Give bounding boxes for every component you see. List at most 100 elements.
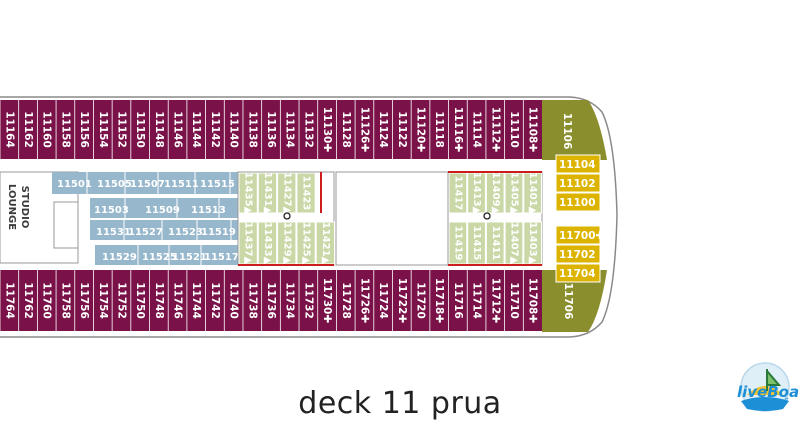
top-cabin: 11146 xyxy=(172,111,184,148)
top-cabin: 11152 xyxy=(115,111,127,148)
bow-top-label: 11106 xyxy=(561,113,573,150)
green-right-upper-cabin: 11401▲ xyxy=(527,172,538,215)
top-cabin: 11136 xyxy=(265,111,277,148)
green-left-upper-cabin: 11423 xyxy=(301,176,312,211)
studio-lounge-label-2: LOUNGE xyxy=(6,184,17,230)
green-right-upper-cabin: 11405▲ xyxy=(508,172,519,215)
bottom-cabin: 11752 xyxy=(115,282,127,319)
top-cabin: 11112✚ xyxy=(489,107,501,153)
top-cabin: 11128 xyxy=(340,111,352,148)
green-left-upper-cabin: 11427▲ xyxy=(281,172,292,215)
top-cabin: 11120✚ xyxy=(415,107,427,153)
yellow-lower-cabin-box xyxy=(555,225,601,245)
blue-cabin: 11529 xyxy=(102,252,137,263)
green-right-upper-cabin: 11413▲ xyxy=(471,172,482,215)
studio-lounge-label-1: STUDIO xyxy=(19,186,30,229)
green-left-upper-cabin: 11431▲ xyxy=(262,172,273,215)
bottom-cabin: 11722✚ xyxy=(396,278,408,324)
lift-marker-right xyxy=(483,212,491,220)
yellow-lower-cabin-box xyxy=(555,244,601,264)
bottom-cabin: 11736 xyxy=(265,282,277,319)
bottom-cabin: 11734 xyxy=(284,282,296,319)
top-cabin: 11118 xyxy=(433,111,445,148)
blue-cabin: 11511 xyxy=(164,179,199,190)
liveboat-logo xyxy=(740,362,790,412)
bottom-cabin: 11730✚ xyxy=(321,278,333,324)
top-cabin: 11122 xyxy=(396,111,408,148)
blue-cabin: 11527 xyxy=(128,227,163,238)
green-right-upper-cabin: 11409▲ xyxy=(490,172,501,215)
blue-cabin: 11505 xyxy=(97,179,132,190)
green-left-upper-cabin: 11435▲ xyxy=(243,172,254,215)
green-left-lower-cabin: 11421▲ xyxy=(320,222,331,265)
logo-suffix: .it xyxy=(782,396,789,404)
bottom-cabin: 11732 xyxy=(302,282,314,319)
green-cabins-left: 11435▲ 11431▲ 11427▲ 11423 11437▲ 11433▲ 11429… xyxy=(238,172,336,265)
top-cabin: 11108✚ xyxy=(527,107,539,153)
bottom-cabin: 11746 xyxy=(172,282,184,319)
bottom-cabin: 11744 xyxy=(190,282,202,319)
green-right-lower-cabin: 11403▲ xyxy=(527,222,538,265)
bottom-cabin: 11748 xyxy=(153,282,165,319)
top-cabin: 11116✚ xyxy=(452,107,464,153)
blue-row-bg xyxy=(90,198,238,218)
green-left-lower-cabin: 11425▲ xyxy=(301,222,312,265)
deck-title: deck 11 prua xyxy=(298,386,502,421)
yellow-lower-cabin: 11704 xyxy=(559,268,596,280)
bottom-cabin: 11754 xyxy=(97,282,109,319)
bottom-cabin: 11756 xyxy=(78,282,90,319)
blue-cabin: 11523 xyxy=(168,227,203,238)
blue-cabin: 11501 xyxy=(57,179,92,190)
blue-cabin: 11531 xyxy=(96,227,131,238)
green-left-lower-cabin: 11433▲ xyxy=(262,222,273,265)
top-cabin: 11126✚ xyxy=(358,107,370,153)
yellow-lower-cabin-box xyxy=(555,263,601,283)
yellow-upper-cabin-box xyxy=(555,173,601,193)
bottom-cabin: 11724 xyxy=(377,282,389,319)
blue-cabin: 11507 xyxy=(130,179,165,190)
blue-cabin: 11509 xyxy=(145,205,180,216)
top-cabin: 11134 xyxy=(284,111,296,148)
bottom-cabin: 11718✚ xyxy=(433,278,445,324)
bottom-cabin: 11740 xyxy=(228,282,240,319)
green-left-upper-cabin-box xyxy=(238,172,258,214)
bottom-cabin: 11742 xyxy=(209,282,221,319)
top-cabin: 11150 xyxy=(134,111,146,148)
bottom-cabin: 11764 xyxy=(3,282,15,319)
blue-row-bg xyxy=(95,245,238,265)
yellow-lower-cabin: 11700✚ xyxy=(559,230,605,242)
green-right-lower-cabin: 11411 xyxy=(490,226,501,261)
top-cabin: 11130✚ xyxy=(321,107,333,153)
top-cabin: 11156 xyxy=(78,111,90,148)
top-cabin: 11164 xyxy=(3,111,15,148)
bottom-cabin: 11758 xyxy=(59,282,71,319)
blue-cabin: 11519 xyxy=(201,227,236,238)
top-cabin: 11144 xyxy=(190,111,202,148)
stair-void xyxy=(53,201,79,249)
open-space-middle xyxy=(335,171,449,266)
green-right-lower-cabin: 11407▲ xyxy=(508,222,519,265)
green-left-upper-cabin-box xyxy=(296,172,316,214)
bow-bottom-label: 11706 xyxy=(562,283,574,320)
bottom-cabin: 11720 xyxy=(415,282,427,319)
blue-cabin: 11517 xyxy=(204,252,239,263)
bottom-cabin: 11738 xyxy=(246,282,258,319)
green-left-lower-cabin: 11437▲ xyxy=(243,222,254,265)
top-cabin: 11154 xyxy=(97,111,109,148)
top-cabin: 11140 xyxy=(228,111,240,148)
green-cabins-right: 11417 11413▲ 11409▲ 11405▲ 11401▲ 11419 11415 1… xyxy=(448,172,542,265)
green-right-lower-cabin: 11415 xyxy=(471,226,482,261)
yellow-upper-cabin: 11104 xyxy=(559,159,596,171)
green-right-lower-cabin: 11419 xyxy=(452,226,463,261)
green-left-lower-cabin: 11429▲ xyxy=(281,222,292,265)
blue-row-bg xyxy=(90,220,238,240)
green-right-upper-cabin: 11417 xyxy=(452,176,463,211)
bottom-cabin: 11712✚ xyxy=(489,278,501,324)
blue-cabin: 11515 xyxy=(200,179,235,190)
blue-cabin: 11525 xyxy=(142,252,177,263)
top-cabin: 11124 xyxy=(377,111,389,148)
